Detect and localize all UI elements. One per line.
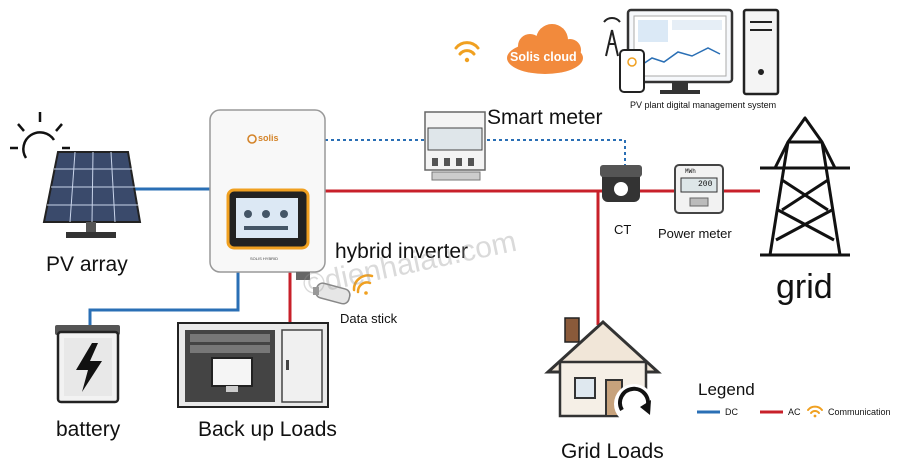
power-meter-unit: MWh (685, 168, 696, 175)
antenna-icon (603, 17, 621, 57)
backup-loads-icon (177, 322, 329, 408)
comm-line (325, 139, 626, 170)
hybrid-inverter-icon (209, 109, 326, 280)
legend-item-communication: Communication (828, 407, 891, 417)
power-meter-reading: 200 (698, 180, 713, 189)
refresh-icon (614, 384, 654, 424)
phone-icon (619, 49, 645, 93)
solar-panel-icon (42, 151, 142, 238)
grid-loads-label: Grid Loads (561, 440, 664, 463)
wifi-icon-cloud (454, 41, 480, 63)
power-meter-icon (674, 164, 724, 214)
legend-wifi-icon (807, 405, 823, 418)
transmission-tower-icon (760, 116, 850, 257)
sun-icon (10, 112, 70, 159)
legend-title: Legend (698, 380, 755, 399)
inverter-brand-text: solis (258, 133, 279, 143)
backup-loads-label: Back up Loads (198, 418, 337, 441)
ct-label: CT (614, 222, 632, 237)
management-system-label: PV plant digital management system (630, 100, 777, 110)
data-stick-icon (313, 282, 351, 305)
power-meter-label: Power meter (658, 226, 732, 241)
grid-label: grid (776, 268, 833, 306)
inverter-model-text: SOLIS HYBRID (250, 256, 279, 261)
battery-label: battery (56, 418, 121, 441)
smart-meter-icon (424, 111, 486, 181)
legend-item-ac: AC (788, 407, 801, 417)
smart-meter-label: Smart meter (487, 106, 603, 129)
pv-array-label: PV array (46, 253, 128, 276)
battery-icon (55, 325, 120, 404)
legend-item-dc: DC (725, 407, 738, 417)
solis-cloud-label: Solis cloud (510, 50, 577, 64)
solis-cloud-icon (507, 24, 583, 74)
monitor-icon (626, 8, 734, 94)
hybrid-inverter-label: hybrid inverter (335, 240, 469, 263)
dc-line-battery (88, 272, 240, 330)
wifi-icon-datastick (352, 274, 374, 295)
data-stick-label: Data stick (340, 311, 398, 326)
ct-clamp-icon (600, 165, 642, 202)
server-tower-icon (742, 8, 780, 96)
